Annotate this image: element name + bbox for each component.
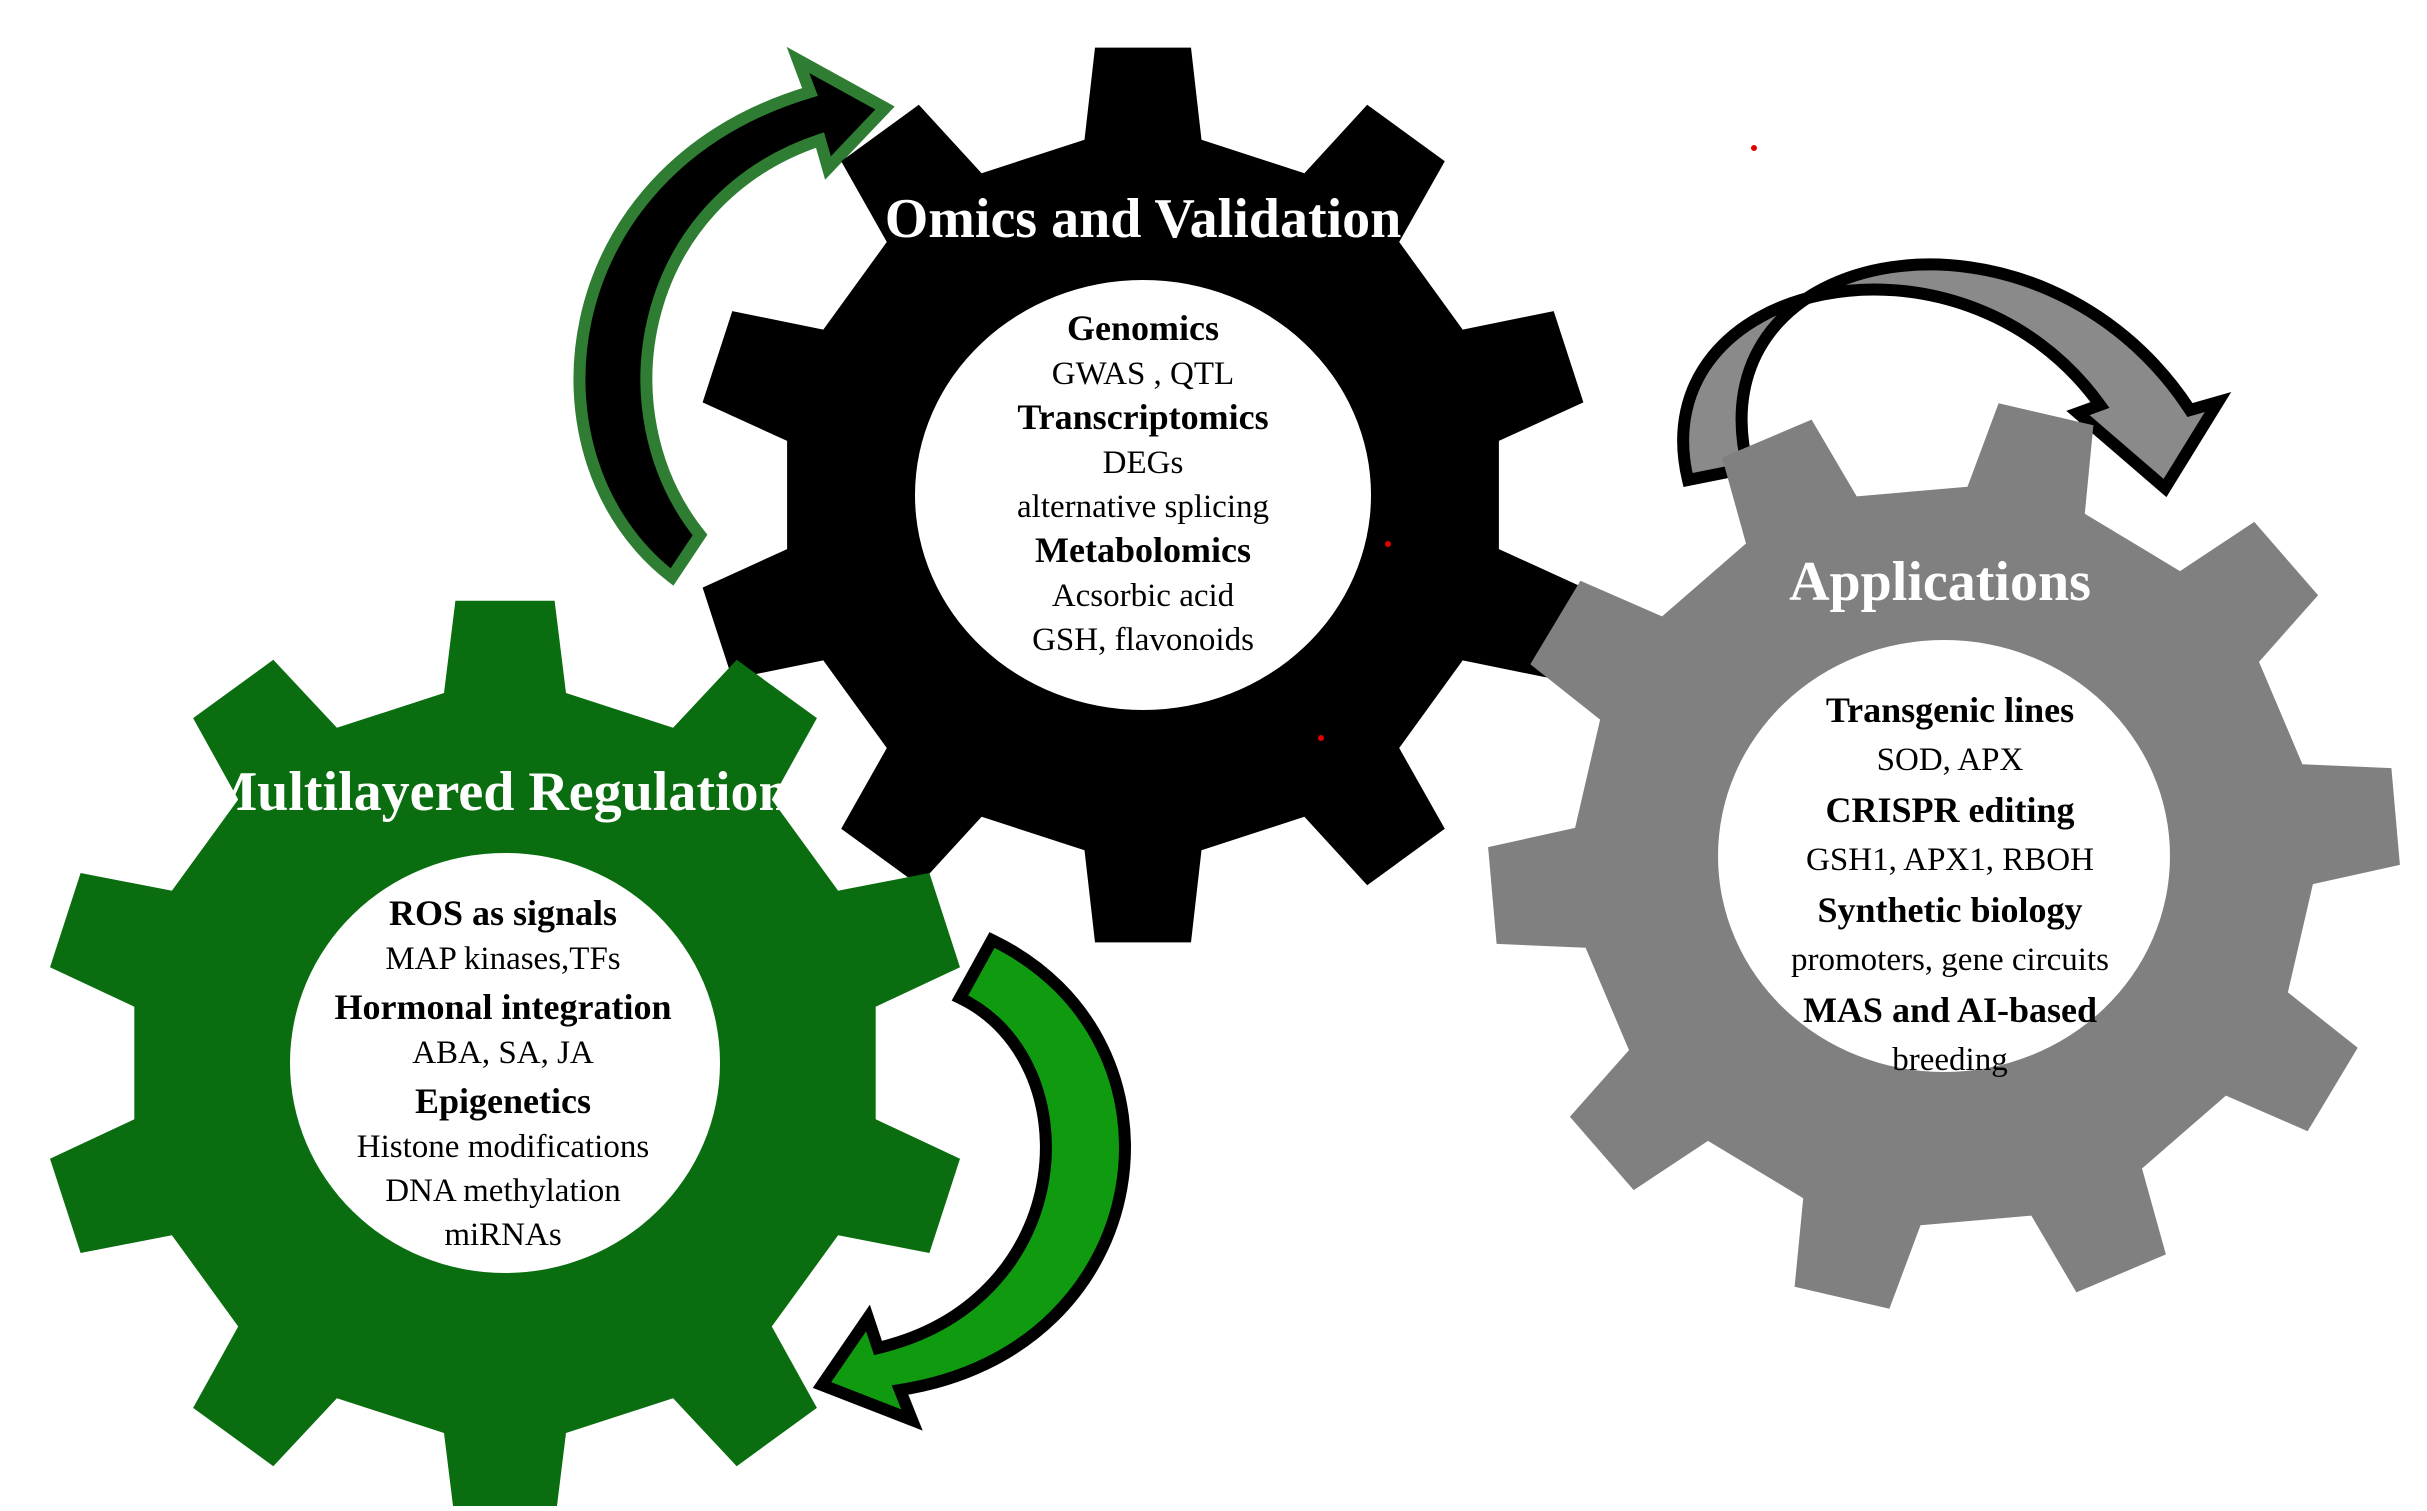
regulation-heading: Hormonal integration xyxy=(335,987,672,1027)
applications-heading: MAS and AI-based xyxy=(1803,990,2097,1030)
omics-gear-center xyxy=(915,280,1371,710)
regulation-gear-title: Multilayered Regulation xyxy=(204,761,789,823)
applications-gear-center xyxy=(1718,640,2170,1072)
applications-heading: Transgenic lines xyxy=(1826,690,2074,730)
regulation-gear-center xyxy=(290,853,720,1273)
regulation-item: ABA, SA, JA xyxy=(412,1035,594,1071)
omics-item: alternative splicing xyxy=(1017,489,1269,525)
regulation-item: Histone modifications xyxy=(357,1129,649,1165)
applications-gear-title: Applications xyxy=(1789,551,2091,613)
applications-item: promoters, gene circuits xyxy=(1791,942,2109,978)
regulation-item: MAP kinases,TFs xyxy=(385,941,620,977)
applications-item: breeding xyxy=(1892,1042,2007,1078)
red-dot xyxy=(1318,735,1324,741)
omics-heading: Metabolomics xyxy=(1035,530,1251,570)
applications-heading: CRISPR editing xyxy=(1825,790,2074,830)
omics-heading: Genomics xyxy=(1067,308,1219,348)
regulation-gear: Multilayered Regulation ROS as signalsMA… xyxy=(50,600,960,1511)
applications-item: GSH1, APX1, RBOH xyxy=(1806,842,2094,878)
bottom-cycle-arrow xyxy=(812,932,1131,1431)
red-dot xyxy=(1385,541,1391,547)
regulation-heading: ROS as signals xyxy=(389,893,617,933)
right-cycle-arrow xyxy=(1677,258,2232,498)
applications-item: SOD, APX xyxy=(1877,742,2024,778)
red-dot xyxy=(1751,145,1757,151)
regulation-item: DNA methylation xyxy=(385,1173,621,1209)
omics-heading: Transcriptomics xyxy=(1017,397,1268,437)
applications-heading: Synthetic biology xyxy=(1817,890,2082,930)
omics-gear-title: Omics and Validation xyxy=(885,188,1402,250)
omics-item: DEGs xyxy=(1103,445,1184,481)
regulation-heading: Epigenetics xyxy=(415,1081,591,1121)
omics-item: GWAS , QTL xyxy=(1052,356,1234,392)
omics-item: GSH, flavonoids xyxy=(1032,622,1254,658)
regulation-item: miRNAs xyxy=(444,1217,561,1253)
top-cycle-arrow xyxy=(573,46,895,586)
omics-item: Acsorbic acid xyxy=(1052,578,1235,614)
